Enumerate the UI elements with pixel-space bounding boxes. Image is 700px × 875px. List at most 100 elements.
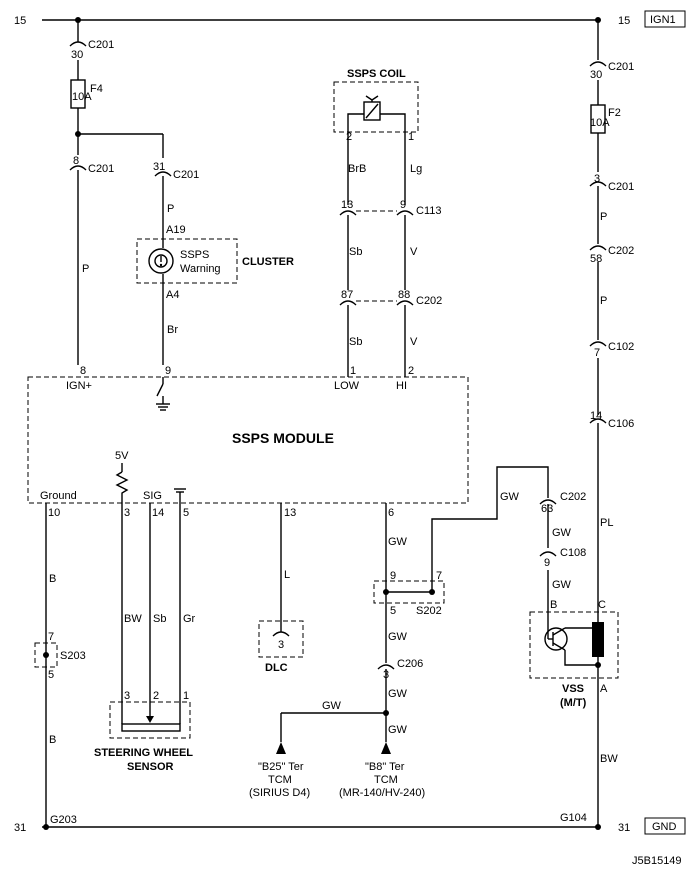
pin-label: 8 <box>80 365 86 377</box>
pin-label: 87 <box>341 289 353 301</box>
splice-label: S202 <box>416 605 442 617</box>
wire-color-label: BW <box>600 753 618 765</box>
wire-color-label: Gr <box>183 613 196 625</box>
connector-label: C201 <box>608 61 634 73</box>
figure-id: J5B15149 <box>632 855 682 867</box>
pin-label: 5 <box>390 605 396 617</box>
c201-connector-31 <box>154 171 172 177</box>
wire-color-label: P <box>600 211 607 223</box>
terminal-label: TCM <box>374 774 398 786</box>
left-ground-branch: B 7 S203 5 B G203 <box>34 503 86 827</box>
sensor-title: SENSOR <box>127 761 174 773</box>
terminal-label: HI <box>396 380 407 392</box>
valve-icon <box>365 95 379 102</box>
cluster-title: CLUSTER <box>242 256 294 268</box>
pin-label: 2 <box>153 690 159 702</box>
connector-label: C113 <box>416 205 441 217</box>
terminal-label: Ground <box>40 490 77 502</box>
ground-switch-icon <box>156 383 164 397</box>
transistor-icon <box>544 627 568 651</box>
coil-title: SSPS COIL <box>347 68 406 80</box>
terminal-label: IGN+ <box>66 380 92 392</box>
pin-label: 3 <box>594 173 600 185</box>
pin-label: 30 <box>590 69 602 81</box>
pickup-coil-icon <box>592 622 604 657</box>
wire-color-label: Sb <box>349 336 362 348</box>
pin-label: 2 <box>408 365 414 377</box>
gnd-tag: GND <box>652 821 677 833</box>
ssps-warning-lamp-icon <box>148 248 174 274</box>
potentiometer-icon <box>121 723 181 732</box>
fuse-rating: 10A <box>72 91 92 103</box>
pin-label: 3 <box>124 507 130 519</box>
tcm-b8-terminal-icon <box>381 742 391 754</box>
lamp-label: Warning <box>180 263 221 275</box>
wire-color-label: B <box>49 734 56 746</box>
pin-label: A <box>600 683 608 695</box>
c201-connector-30 <box>69 41 87 47</box>
connector-label: C108 <box>560 547 586 559</box>
rail-15-left: 15 <box>14 15 26 27</box>
pin-label: 6 <box>388 507 394 519</box>
pin-label: 1 <box>350 365 356 377</box>
pin-label: 9 <box>400 199 406 211</box>
vss-title: (M/T) <box>560 697 587 709</box>
pin-label: 9 <box>165 365 171 377</box>
right-power-branch: 30 C201 F2 10A 3 C201 P 58 C202 P 7 C102… <box>539 20 634 625</box>
pin-label: 63 <box>541 503 553 515</box>
pin-label: 58 <box>590 253 602 265</box>
pin-label: 13 <box>284 507 296 519</box>
dlc-branch: L 3 DLC <box>258 503 304 674</box>
wire-color-label: L <box>284 569 290 581</box>
connector-label: C201 <box>173 169 199 181</box>
wire-color-label: V <box>410 336 418 348</box>
module-title: SSPS MODULE <box>232 430 334 446</box>
left-power-branch: 30 C201 F4 10A 8 C201 P 31 C201 P A19 A4… <box>69 20 199 365</box>
ign1-rail: 15 15 IGN1 <box>14 10 686 28</box>
terminal-label: LOW <box>334 380 360 392</box>
wire-color-label: GW <box>388 536 408 548</box>
terminal-label: 5V <box>115 450 129 462</box>
fuse-label: F4 <box>90 83 103 95</box>
pin-label: 13 <box>341 199 353 211</box>
dlc-title: DLC <box>265 662 288 674</box>
pin-label: C <box>598 599 606 611</box>
connector-label: C206 <box>397 658 423 670</box>
wire-color-label: GW <box>388 688 408 700</box>
splice-s203 <box>43 652 49 658</box>
fuse-rating: 10A <box>590 117 610 129</box>
pin-label: B <box>550 599 557 611</box>
pin-label: 7 <box>436 570 442 582</box>
wire-color-label: GW <box>552 579 572 591</box>
terminal-label: "B25" Ter <box>258 761 304 773</box>
resistor-icon <box>115 471 129 503</box>
pin-label: 1 <box>408 131 414 143</box>
wire-color-label: Lg <box>410 163 422 175</box>
splice-label: S203 <box>60 650 86 662</box>
pin-label: 9 <box>544 557 550 569</box>
ground-label: G104 <box>560 812 587 824</box>
connector-label: C202 <box>416 295 442 307</box>
pin-label: 14 <box>152 507 164 519</box>
tcm-b25-terminal-icon <box>276 742 286 754</box>
connector-label: C202 <box>560 491 586 503</box>
wire-color-label: GW <box>500 491 520 503</box>
lamp-label: SSPS <box>180 249 209 261</box>
pin-label: 14 <box>590 410 602 422</box>
wire-color-label: V <box>410 246 418 258</box>
pin-label: 8 <box>73 155 79 167</box>
pin-label: 9 <box>390 570 396 582</box>
connector-label: C201 <box>88 163 114 175</box>
terminal-label: (MR-140/HV-240) <box>339 787 425 799</box>
wire-color-label: GW <box>388 631 408 643</box>
connector-label: C201 <box>608 181 634 193</box>
ssps-module: SSPS MODULE 8 IGN+ 9 1 LOW 2 HI Ground 5… <box>27 365 469 519</box>
terminal-label: SIG <box>143 490 162 502</box>
pin-label: 5 <box>183 507 189 519</box>
gnd-rail: 31 31 GND <box>14 817 686 835</box>
wire-color-label: P <box>167 203 174 215</box>
connector-label: C201 <box>88 39 114 51</box>
fuse-label: F2 <box>608 107 621 119</box>
c201-connector-8 <box>69 165 87 171</box>
